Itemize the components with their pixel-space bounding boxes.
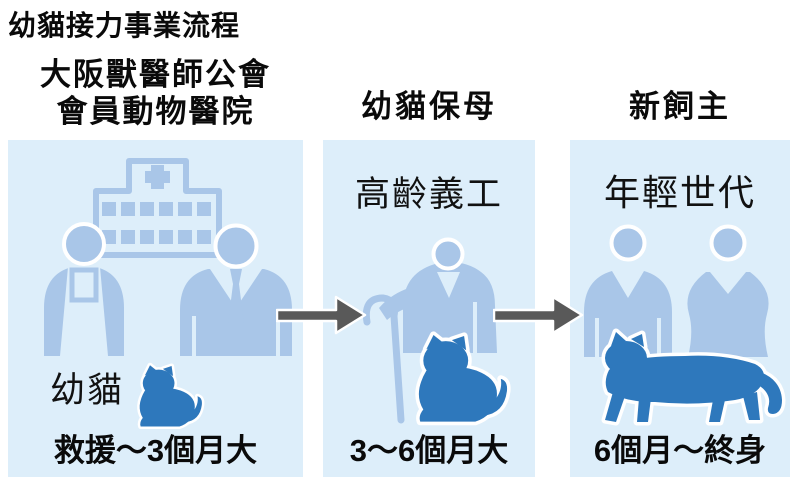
flow-arrow-icon-2 [493, 295, 584, 335]
young-man-icon [584, 224, 672, 357]
column-header-hospital: 大阪獸醫師公會 會員動物醫院 [8, 56, 303, 130]
young-generation-label: 年輕世代 [603, 173, 756, 213]
medical-cross-icon [145, 165, 170, 189]
owner-scene [584, 224, 786, 426]
vet-nurse-icon [44, 222, 124, 356]
elderly-volunteer-icon [362, 237, 497, 424]
necktie-icon [228, 269, 244, 339]
age-range-label-1: 救援～3個月大 [53, 433, 258, 468]
flow-arrow-icon-1 [276, 295, 367, 335]
hospital-scene [44, 158, 292, 429]
kitten-icon [415, 331, 511, 426]
age-range-label-3: 6個月～終身 [593, 433, 767, 468]
hospital-icon [93, 158, 222, 258]
column-header-new-owner: 新飼主 [629, 89, 731, 124]
elderly-volunteer-label: 高齡義工 [354, 175, 503, 214]
panel-hospital: 幼貓 救援～3個月大 [8, 140, 303, 477]
header-line-1: 大阪獸醫師公會 [40, 57, 271, 92]
header-line-2: 會員動物醫院 [56, 94, 255, 129]
page-title: 幼貓接力事業流程 [8, 10, 241, 41]
cane-icon [362, 294, 405, 424]
hospital-windows [102, 202, 211, 244]
kitten-icon [137, 362, 205, 429]
young-woman-icon [687, 224, 769, 357]
nanny-scene [362, 237, 511, 426]
adult-cat-icon [601, 328, 786, 426]
panel-kitten-nanny: 高齡義工 3～6個月大 [323, 140, 535, 477]
panel-new-owner: 年輕世代 6個月～終身 [570, 140, 790, 477]
kitten-label: 幼貓 [50, 371, 125, 410]
age-range-label-2: 3～6個月大 [349, 433, 509, 468]
column-header-nanny: 幼貓保母 [361, 89, 497, 124]
vet-doctor-icon [180, 223, 292, 356]
